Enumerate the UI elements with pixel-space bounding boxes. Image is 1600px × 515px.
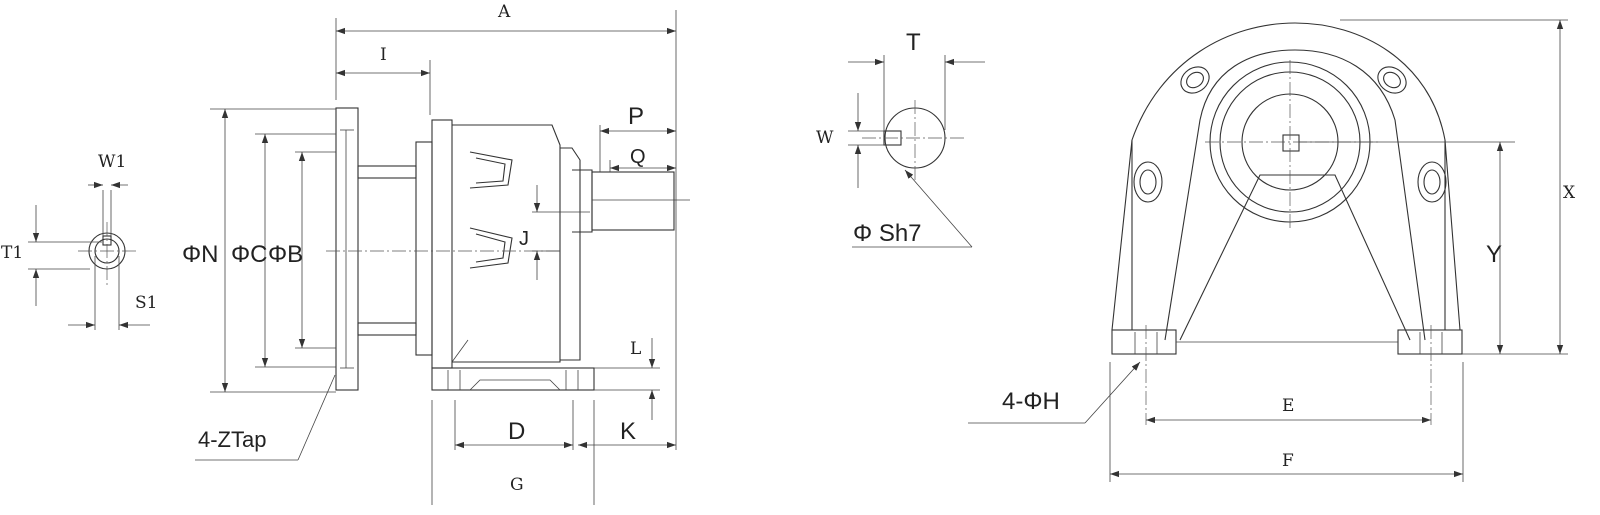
output-shaft-end-view (848, 55, 985, 248)
label-E: E (1282, 396, 1294, 416)
label-Y: Y (1486, 241, 1502, 268)
label-PhiB: ΦB (268, 241, 303, 268)
label-S1: S1 (135, 293, 157, 313)
front-view (968, 19, 1568, 482)
label-Sh7: Φ Sh7 (853, 220, 922, 247)
side-view (195, 10, 690, 505)
label-J: J (519, 228, 529, 250)
label-PhiN: ΦN (182, 241, 218, 268)
shaft-end-view-small (28, 181, 150, 330)
label-W: W (816, 128, 834, 148)
label-D: D (508, 418, 525, 445)
label-T: T (906, 29, 921, 56)
label-W1: W1 (98, 152, 126, 172)
label-H: 4-ΦH (1002, 388, 1060, 415)
label-Q: Q (630, 146, 646, 168)
label-ZTap: 4-ZTap (198, 427, 266, 452)
label-L: L (630, 339, 641, 359)
label-A: A (497, 2, 511, 22)
label-K: K (620, 418, 636, 445)
label-P: P (628, 103, 644, 130)
label-G: G (510, 475, 524, 495)
label-X: X (1563, 183, 1576, 203)
label-PhiC: ΦC (231, 241, 267, 268)
label-T1: T1 (1, 243, 23, 263)
label-F: F (1282, 451, 1294, 471)
label-I: I (380, 45, 387, 65)
